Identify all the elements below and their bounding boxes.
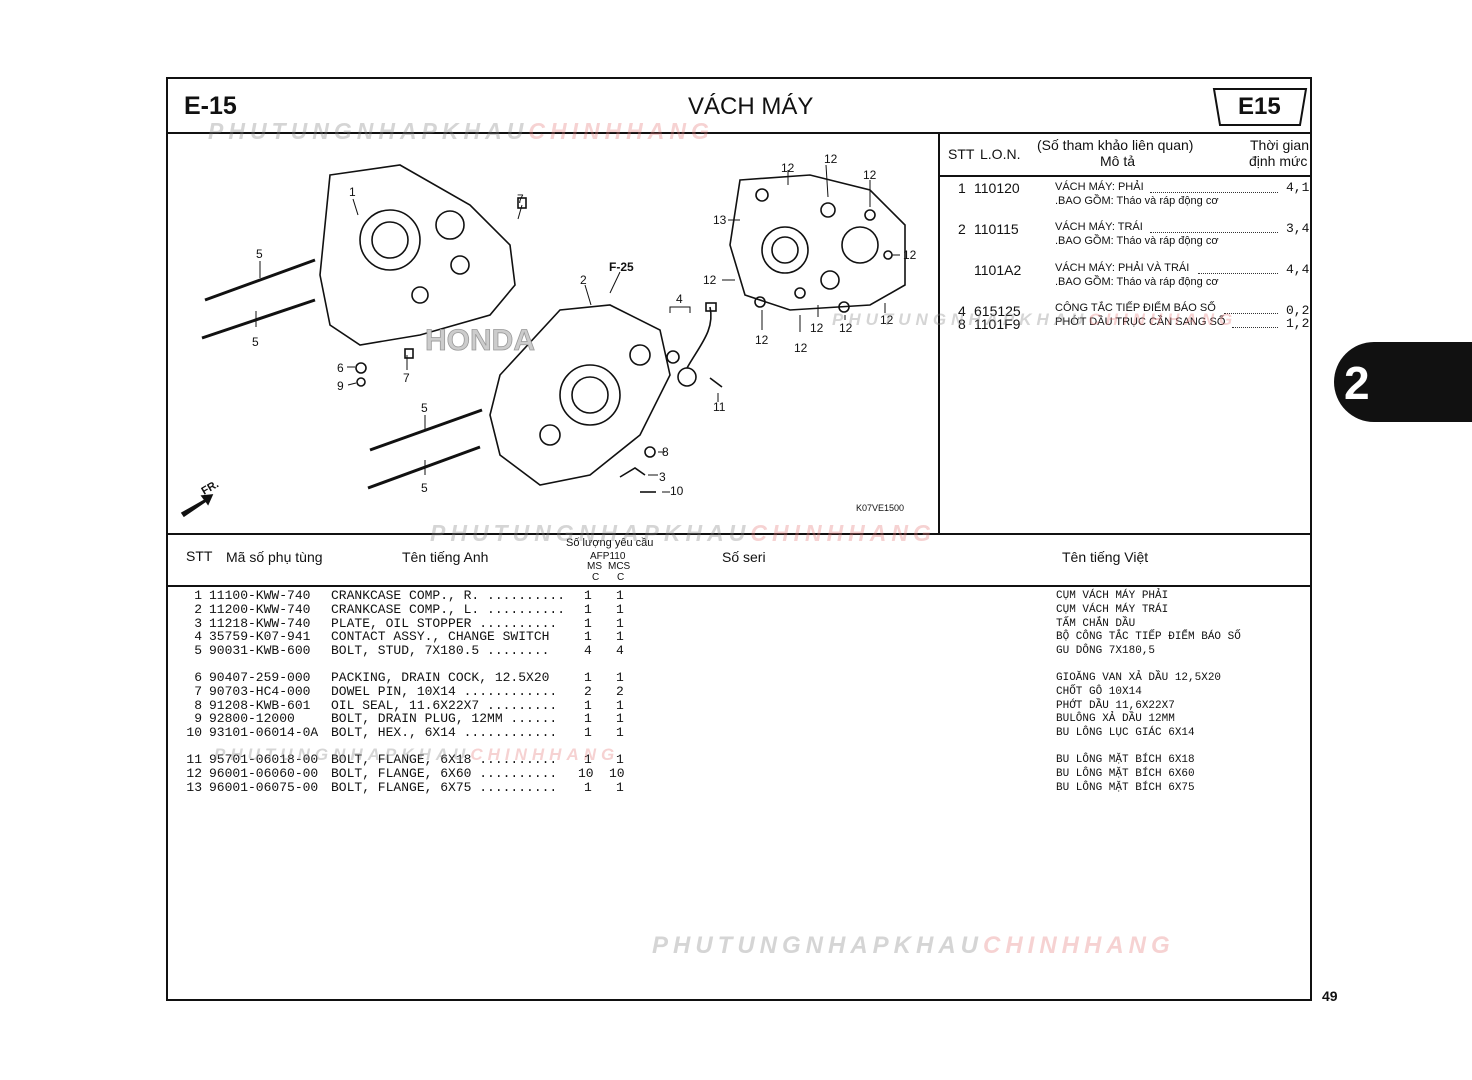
lon-code: 615125 bbox=[974, 303, 1021, 319]
callout-2: 2 bbox=[580, 273, 587, 287]
lon-time: 4,1 bbox=[1286, 180, 1310, 195]
lon-dots bbox=[1232, 327, 1278, 328]
section-tab: 2 bbox=[1334, 342, 1472, 422]
diagram-divider bbox=[938, 133, 940, 534]
lon-sub: .BAO GỒM: Tháo và ráp động cơ bbox=[1055, 195, 1219, 207]
callout-5d: 5 bbox=[421, 481, 428, 495]
lon-sub: .BAO GỒM: Tháo và ráp động cơ bbox=[1055, 276, 1219, 288]
lon-header-stt: STT bbox=[948, 146, 975, 162]
lon-time: 1,2 bbox=[1286, 316, 1310, 331]
callout-1: 1 bbox=[349, 185, 356, 199]
callout-12j: 12 bbox=[703, 273, 717, 287]
table-header-divider bbox=[168, 585, 1312, 587]
crankcase-inner-view bbox=[729, 174, 906, 311]
right-crankcase bbox=[319, 164, 516, 346]
callout-9: 9 bbox=[337, 379, 344, 393]
lon-header-time1: Thời gian bbox=[1250, 137, 1309, 153]
callout-5c: 5 bbox=[421, 401, 428, 415]
callout-4: 4 bbox=[676, 292, 683, 306]
section-badge-frame bbox=[1212, 88, 1308, 126]
col-qty-title: Số lượng yêu cầu bbox=[566, 537, 654, 549]
col-mcs-c: C bbox=[617, 572, 625, 583]
ref-f25: F-25 bbox=[609, 260, 634, 274]
fr-label: FR. bbox=[200, 478, 221, 497]
lon-header-time2: định mức bbox=[1249, 153, 1308, 169]
col-mcs: MCS bbox=[608, 561, 631, 572]
col-model: AFP110 bbox=[590, 551, 626, 562]
callout-3: 3 bbox=[659, 470, 666, 484]
left-crankcase bbox=[489, 304, 671, 486]
section-code: E-15 bbox=[184, 92, 237, 120]
col-name-en: Tên tiếng Anh bbox=[402, 549, 489, 565]
callout-7b: 7 bbox=[403, 371, 410, 385]
lon-dots bbox=[1224, 313, 1278, 314]
lon-desc: CÔNG TẮC TIẾP ĐIỂM BÁO SỐ bbox=[1055, 302, 1216, 314]
watermark: PHUTUNGNHAPKHAUCHINHHANG bbox=[208, 118, 714, 144]
watermark: PHUTUNGNHAPKHAUCHINHHANG bbox=[652, 932, 1175, 959]
lon-stt: 8 bbox=[958, 316, 966, 332]
col-ms: MS bbox=[587, 561, 602, 572]
callout-5b: 5 bbox=[252, 335, 259, 349]
lon-stt: 1 bbox=[958, 180, 966, 196]
callout-12f: 12 bbox=[839, 321, 853, 335]
callout-12i: 12 bbox=[755, 333, 769, 347]
lon-code: 1101F9 bbox=[974, 316, 1021, 332]
callout-5a: 5 bbox=[256, 247, 263, 261]
lon-desc: VÁCH MÁY: TRÁI bbox=[1055, 221, 1143, 233]
col-part-no: Mã số phụ tùng bbox=[226, 549, 323, 565]
callout-12c: 12 bbox=[863, 168, 877, 182]
lon-time: 3,4 bbox=[1286, 221, 1310, 236]
callout-10: 10 bbox=[670, 484, 684, 498]
section-badge: E15 bbox=[1238, 93, 1281, 120]
lon-code: 1101A2 bbox=[974, 262, 1022, 278]
lon-dots bbox=[1198, 273, 1278, 274]
callout-12d: 12 bbox=[903, 248, 917, 262]
callout-12h: 12 bbox=[794, 341, 808, 355]
callout-6: 6 bbox=[337, 361, 344, 375]
lon-sub: .BAO GỒM: Tháo và ráp động cơ bbox=[1055, 235, 1219, 247]
watermark: PHUTUNGNHAPKHAUCHINHHANG bbox=[832, 310, 1238, 329]
lon-header-lon: L.O.N. bbox=[980, 146, 1021, 162]
callout-8: 8 bbox=[662, 445, 669, 459]
col-ms-c: C bbox=[592, 572, 600, 583]
diagram-bottom-divider bbox=[168, 533, 1312, 535]
col-stt: STT bbox=[186, 548, 213, 564]
watermark: PHUTUNGNHAPKHAUCHINHHANG bbox=[430, 520, 936, 546]
page-frame bbox=[166, 77, 1312, 1001]
figure-code: K07VE1500 bbox=[856, 503, 904, 513]
header-divider bbox=[168, 132, 1312, 134]
watermark: PHUTUNGNHAPKHAUCHINHHANG bbox=[214, 745, 620, 764]
exploded-parts-diagram: HONDA 1 2 3 4 5 5 5 5 6 7 7 8 9 10 11 12… bbox=[180, 152, 917, 518]
callout-12b: 12 bbox=[824, 152, 838, 166]
lon-code: 110115 bbox=[974, 221, 1019, 237]
lon-stt: 2 bbox=[958, 221, 966, 237]
col-serial: Số seri bbox=[722, 549, 766, 565]
page-number: 49 bbox=[1322, 988, 1338, 1004]
callout-12e: 12 bbox=[880, 313, 894, 327]
lon-time: 0,2 bbox=[1286, 303, 1310, 318]
lon-header-ref: (Số tham khảo liên quan) bbox=[1037, 137, 1194, 153]
callout-12g: 12 bbox=[810, 321, 824, 335]
lon-time: 4,4 bbox=[1286, 262, 1310, 277]
col-name-vn: Tên tiếng Việt bbox=[1062, 549, 1149, 565]
brand-mark: HONDA bbox=[425, 324, 535, 357]
page-title: VÁCH MÁY bbox=[688, 93, 814, 120]
callout-13: 13 bbox=[713, 213, 727, 227]
lon-desc: VÁCH MÁY: PHẢI VÀ TRÁI bbox=[1055, 262, 1190, 274]
lon-dots bbox=[1150, 192, 1278, 193]
callout-12a: 12 bbox=[781, 161, 795, 175]
lon-desc: VÁCH MÁY: PHẢI bbox=[1055, 181, 1144, 193]
lon-header-desc: Mô tả bbox=[1100, 153, 1136, 169]
lon-header-divider bbox=[940, 175, 1312, 177]
callout-11: 11 bbox=[713, 400, 726, 414]
lon-desc: PHỚT DẦU TRỤC CẦN SANG SỐ bbox=[1055, 316, 1226, 328]
callout-7a: 7 bbox=[517, 192, 524, 206]
lon-dots bbox=[1150, 232, 1278, 233]
lon-code: 110120 bbox=[974, 180, 1020, 196]
lon-stt: 4 bbox=[958, 303, 966, 319]
